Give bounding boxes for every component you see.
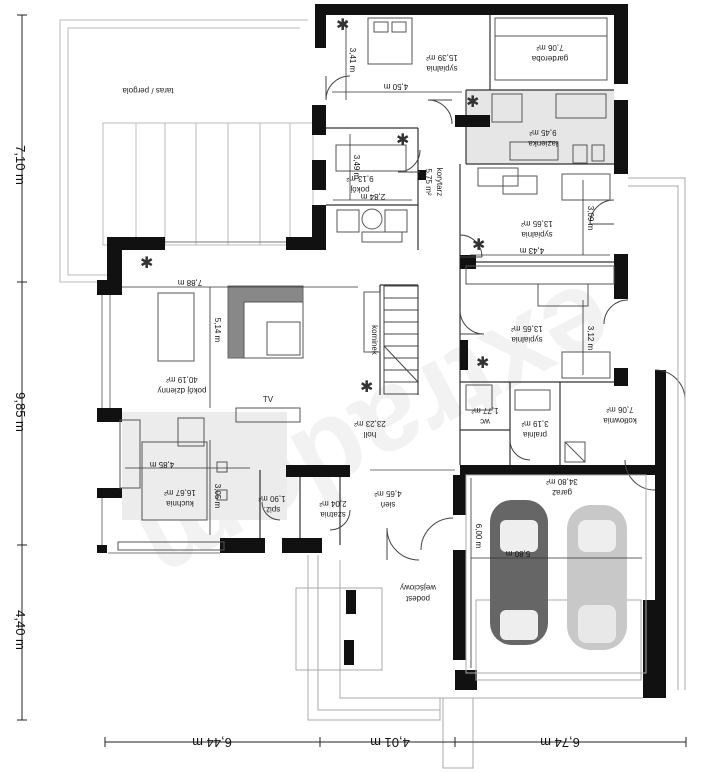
room-area: 1,77 m² [471, 406, 498, 415]
dim-4-50: 4,50 m [383, 82, 408, 91]
room-area: 5,75 m² [424, 168, 433, 195]
dim-kuchnia-width: 4,85 m [149, 460, 174, 469]
room-area: 7,06 m² [536, 43, 563, 52]
room-area: 13,65 m² [521, 219, 553, 228]
svg-text:✱: ✱ [336, 17, 349, 34]
room-area: 15,39 m² [426, 53, 458, 62]
room-area: 7,06 m² [606, 405, 633, 414]
room-area: 9,13 m² [346, 174, 373, 183]
dim-kuchnia-height: 3,05 m [213, 484, 222, 509]
dim-dzienny-height: 5,14 m [213, 318, 222, 343]
entrance-label-line1: podest [405, 594, 430, 603]
furniture [117, 17, 615, 551]
room-name: pokój [350, 185, 369, 194]
interior-dimensions [122, 20, 642, 668]
interior-dimension-text: 3,41 m 4,50 m 3,49 m 2,84 m 3,09 m 4,43 … [149, 48, 595, 558]
room-name: sypialnia [521, 230, 553, 239]
svg-text:✱: ✱ [396, 132, 409, 149]
room-area: 34,80 m² [546, 477, 578, 486]
exterior-walls [97, 4, 666, 698]
dim-syp3-height: 3,12 m [586, 326, 595, 351]
room-name: szatnia [320, 510, 346, 519]
bathroom-floor [466, 90, 614, 164]
room-area: 2,04 m² [319, 499, 346, 508]
room-name: łazienka [528, 139, 558, 148]
room-area: 23,23 m² [354, 419, 386, 428]
room-name: kotłownia [603, 416, 637, 425]
dim-dzienny-width: 7,88 m [177, 278, 202, 287]
outer-dim-left-top: 7,10 m [13, 145, 28, 185]
svg-text:✱: ✱ [360, 379, 373, 396]
outer-dimension-text: 7,10 m 9,85 m 4,40 m 6,44 m 4,01 m 6,74 … [13, 145, 580, 750]
room-name: sypialnia [426, 64, 458, 73]
svg-text:✱: ✱ [466, 94, 479, 111]
room-area: 3,19 m² [521, 419, 548, 428]
room-name: wc [480, 417, 491, 426]
staircase [383, 285, 419, 395]
room-name: garderoba [531, 54, 568, 63]
outer-dim-left-bot: 4,40 m [13, 610, 28, 650]
terrace-pergola [59, 19, 314, 283]
misc-labels: taras / pergola podest wejściowy kominek… [122, 86, 437, 603]
dim-pokoj-height: 3,49 m [352, 155, 361, 180]
room-area: 13,65 m² [511, 324, 543, 333]
entrance-label-line2: wejściowy [400, 583, 437, 592]
fireplace-label: kominek [370, 325, 379, 356]
site-lines [295, 177, 686, 769]
svg-text:✱: ✱ [472, 237, 485, 254]
room-name: holl [364, 430, 377, 439]
dim-syp2-width: 4,43 m [519, 246, 544, 255]
plant-icons: ✱ ✱ ✱ ✱ ✱ ✱ ✱ [140, 17, 489, 396]
svg-text:✱: ✱ [476, 355, 489, 372]
outer-dim-bottom-mid: 4,01 m [370, 735, 410, 750]
dim-garaz-height: 6,00 m [474, 524, 483, 549]
dim-syp2-height: 3,09 m [586, 206, 595, 231]
room-name: pralnia [522, 430, 547, 439]
room-area: 16,67 m² [164, 488, 196, 497]
room-area: 9,45 m² [529, 128, 556, 137]
room-name: sień [381, 500, 396, 509]
dim-sypialnia-height: 3,41 m [348, 48, 357, 73]
tv-label: TV [263, 395, 274, 404]
terrace-label: taras / pergola [122, 86, 174, 95]
outer-dim-bottom-left: 6,44 m [192, 735, 232, 750]
room-labels: sypialnia 15,39 m² garderoba 7,06 m² łaz… [158, 43, 637, 519]
glazing [101, 241, 455, 554]
room-name: pokój dzienny [158, 386, 207, 395]
room-name: korytarz [435, 168, 444, 196]
svg-text:✱: ✱ [140, 255, 153, 272]
room-area: 4,65 m² [374, 489, 401, 498]
dim-pokoj-width: 2,84 m [360, 192, 385, 201]
outer-dimension-lines [17, 14, 687, 747]
room-name: spiż. [264, 505, 280, 514]
outer-dim-bottom-right: 6,74 m [540, 735, 580, 750]
doors [261, 75, 686, 561]
room-name: sypialnia [511, 335, 543, 344]
car-right [567, 505, 627, 650]
dim-garaz-width: 5,80 m [505, 549, 530, 558]
room-name: garaż [552, 488, 572, 497]
car-left [490, 500, 548, 645]
room-area: 1,90 m² [258, 494, 285, 503]
room-name: kuchnia [166, 499, 194, 508]
outer-dim-left-mid: 9,85 m [13, 392, 28, 432]
room-area: 40,19 m² [166, 375, 198, 384]
